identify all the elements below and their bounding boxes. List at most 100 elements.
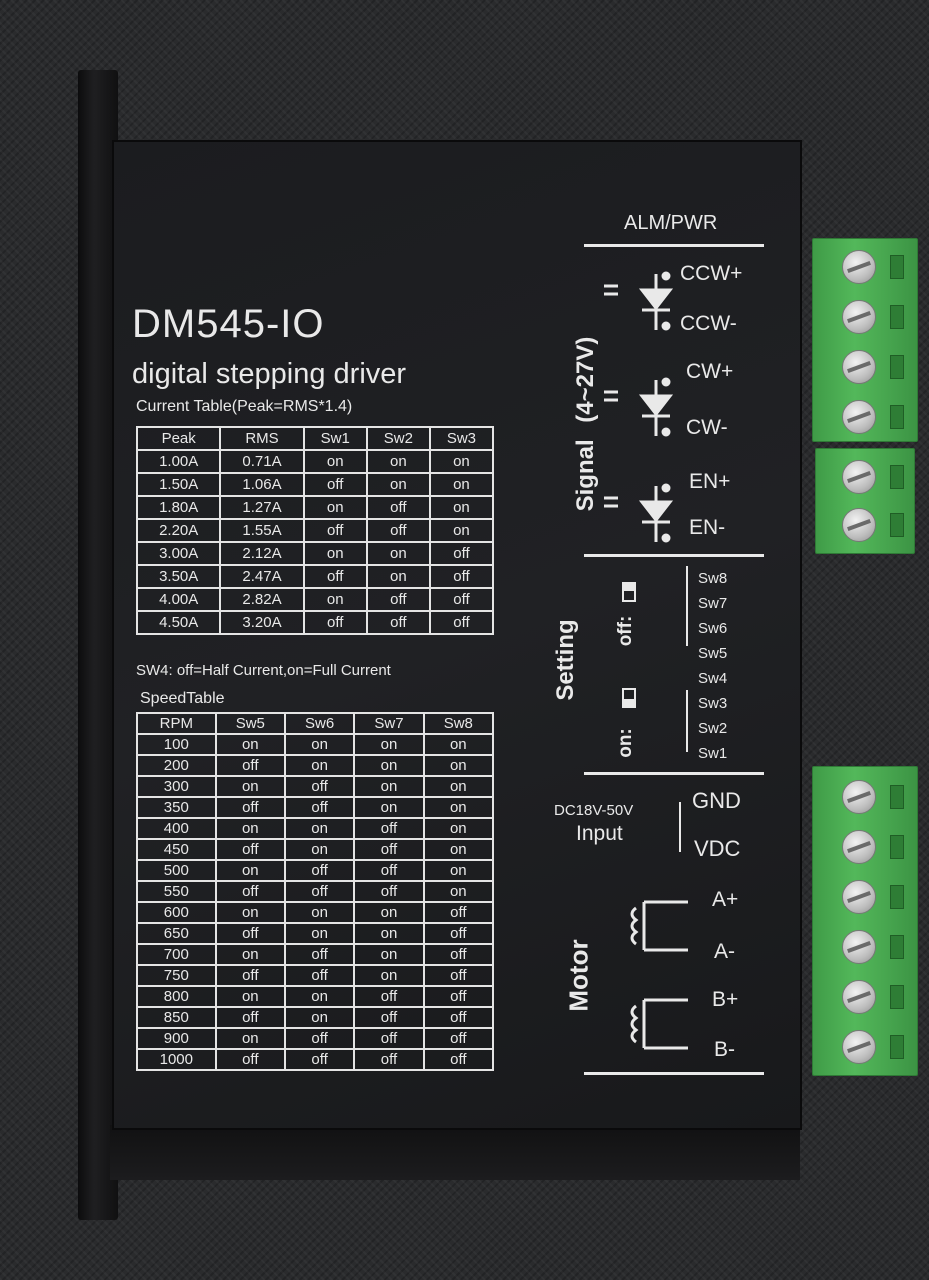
current-table-cell: 1.27A [219, 495, 305, 520]
terminal-screw-icon[interactable] [842, 780, 876, 814]
speed-table-cell: off [283, 775, 356, 798]
speed-table-cell: off [283, 796, 356, 819]
speed-table-cell: on [214, 1027, 286, 1050]
terminal-screw-icon[interactable] [842, 350, 876, 384]
terminal-screw-icon[interactable] [842, 930, 876, 964]
speed-table-cell: off [214, 754, 286, 777]
speed-table-cell: off [283, 859, 356, 882]
speed-table-cell: on [422, 817, 495, 840]
terminal-tab [890, 465, 904, 489]
current-table-cell: off [365, 495, 431, 520]
speed-table-cell: on [214, 943, 286, 966]
speed-table-cell: 900 [136, 1027, 217, 1050]
speed-table-cell: off [422, 964, 495, 987]
divider-setting [584, 772, 764, 775]
speed-table-cell: on [422, 880, 495, 903]
terminal-tab [890, 885, 904, 909]
switch-label: Sw8 [698, 570, 728, 587]
optocoupler-icon-en [604, 483, 674, 543]
switch-label: Sw1 [698, 745, 728, 762]
speed-table-cell: 350 [136, 796, 217, 819]
speed-table-cell: 200 [136, 754, 217, 777]
pin-a-plus: A+ [712, 888, 739, 911]
current-table-header-cell: Peak [135, 426, 222, 451]
terminal-screw-icon[interactable] [842, 1030, 876, 1064]
current-table-cell: off [428, 610, 495, 635]
pin-b-minus: B- [714, 1038, 735, 1061]
speed-table-cell: on [283, 922, 356, 945]
terminal-screw-icon[interactable] [842, 980, 876, 1014]
pin-cw-minus: CW- [686, 416, 728, 439]
speed-table-cell: on [214, 817, 286, 840]
setting-off-label: off: [615, 615, 636, 647]
speed-table-cell: off [283, 1048, 356, 1071]
current-table-cell: 1.80A [135, 495, 222, 520]
current-table-cell: 4.00A [135, 587, 222, 612]
switch-label: Sw2 [698, 720, 728, 737]
speed-table-header-cell: RPM [136, 712, 217, 735]
speed-table-cell: on [353, 901, 425, 924]
terminal-screw-icon[interactable] [842, 460, 876, 494]
current-table-cell: 1.06A [219, 472, 305, 497]
speed-table-cell: off [214, 922, 286, 945]
current-table-cell: on [365, 541, 431, 566]
speed-table-cell: on [214, 901, 286, 924]
current-table-cell: on [365, 449, 431, 474]
current-table-cell: off [428, 564, 495, 589]
switch-bracket-upper [686, 566, 688, 646]
speed-table-cell: 650 [136, 922, 217, 945]
speed-table-cell: on [353, 796, 425, 819]
current-table-cell: on [302, 449, 368, 474]
speed-table-cell: 550 [136, 880, 217, 903]
speed-table-cell: off [422, 922, 495, 945]
speed-table-cell: on [353, 775, 425, 798]
current-table-cell: off [428, 541, 495, 566]
signal-voltage-text: (4~27V) [572, 336, 599, 423]
speed-table-cell: on [283, 817, 356, 840]
terminal-screw-icon[interactable] [842, 300, 876, 334]
divider-signal [584, 554, 764, 557]
current-table-cell: 2.82A [219, 587, 305, 612]
terminal-tab [890, 513, 904, 537]
motor-coil-icon [630, 900, 688, 1050]
terminal-tab [890, 1035, 904, 1059]
pin-ccw-plus: CCW+ [680, 262, 743, 285]
sw4-note: SW4: off=Half Current,on=Full Current [136, 662, 391, 679]
terminal-screw-icon[interactable] [842, 400, 876, 434]
speed-table-cell: off [353, 1048, 425, 1071]
speed-table-cell: on [422, 733, 495, 756]
speed-table-cell: off [353, 1027, 425, 1050]
terminal-tab [890, 935, 904, 959]
current-table-cell: on [302, 495, 368, 520]
current-table-cell: 2.47A [219, 564, 305, 589]
switch-on-icon [622, 688, 636, 708]
optocoupler-icon-ccw [604, 271, 674, 331]
speed-table-cell: on [283, 901, 356, 924]
speed-table-cell: 450 [136, 838, 217, 861]
speed-table-cell: off [353, 1006, 425, 1029]
speed-table-header-cell: Sw6 [283, 712, 356, 735]
speed-table-cell: off [283, 1027, 356, 1050]
terminal-screw-icon[interactable] [842, 830, 876, 864]
speed-table-cell: on [283, 733, 356, 756]
current-table-cell: off [428, 587, 495, 612]
current-table-header-cell: Sw3 [428, 426, 495, 451]
terminal-screw-icon[interactable] [842, 250, 876, 284]
terminal-screw-icon[interactable] [842, 880, 876, 914]
current-table-cell: off [365, 518, 431, 543]
current-table-cell: off [302, 472, 368, 497]
motor-label: Motor [563, 939, 594, 1012]
current-table-cell: on [428, 472, 495, 497]
switch-bracket-lower [686, 690, 688, 752]
speed-table-cell: on [353, 943, 425, 966]
current-table-cell: on [365, 564, 431, 589]
model-title: DM545-IO [132, 302, 325, 346]
power-motor-terminal-block[interactable] [812, 766, 918, 1076]
terminal-screw-icon[interactable] [842, 508, 876, 542]
